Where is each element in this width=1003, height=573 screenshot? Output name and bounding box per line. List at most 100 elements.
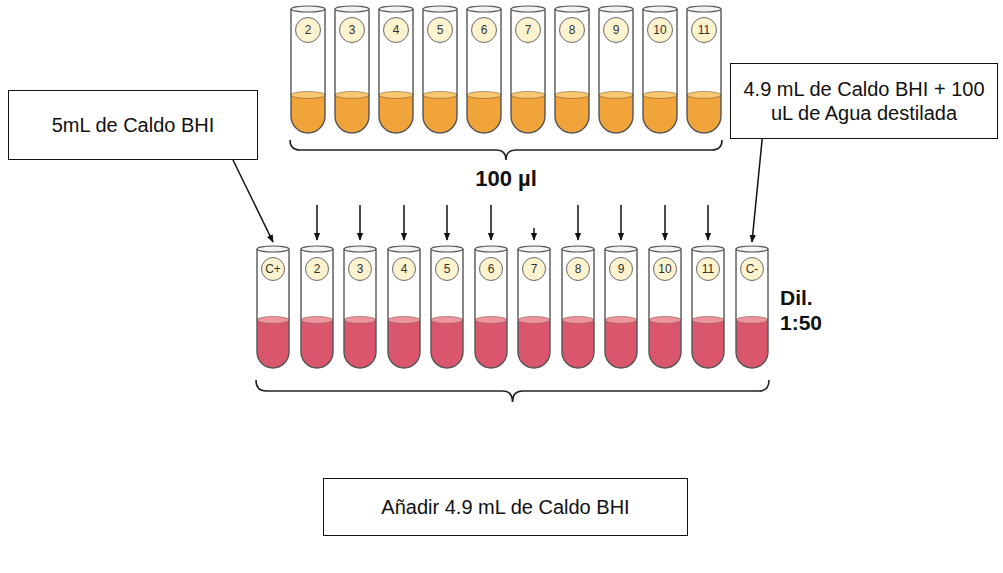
liquid-surface <box>599 92 633 99</box>
transfer-arrow <box>664 205 666 240</box>
tube-glass <box>291 9 325 133</box>
number-circle: 9 <box>603 17 629 43</box>
test-tube: 6 <box>466 5 502 135</box>
dilution-label: Dil. 1:50 <box>780 285 830 335</box>
test-tube: 2 <box>290 5 326 135</box>
liquid-surface <box>555 92 589 99</box>
tube-rim <box>692 246 724 252</box>
number-circle: 7 <box>515 17 541 43</box>
liquid-surface <box>467 92 501 99</box>
transfer-arrow <box>620 205 622 240</box>
tube-glass <box>649 249 681 368</box>
tube-liquid <box>692 320 724 368</box>
tube-liquid <box>257 320 289 368</box>
tube-glass <box>687 9 721 133</box>
number-circle: 10 <box>647 17 673 43</box>
tube-liquid <box>475 320 507 368</box>
liquid-surface <box>736 317 768 324</box>
number-circle: C- <box>740 257 764 281</box>
transfer-arrow <box>359 205 361 240</box>
tube-number: 11 <box>698 24 710 36</box>
number-circle: 7 <box>522 257 546 281</box>
tube-wall <box>643 9 677 133</box>
transfer-arrow <box>403 205 405 240</box>
tube-wall <box>605 249 637 368</box>
liquid-surface <box>257 317 289 324</box>
tube-rim <box>423 6 457 12</box>
tube-glass <box>599 9 633 133</box>
test-tube: 5 <box>422 5 458 135</box>
tube-number: 3 <box>349 24 356 36</box>
box-text: Añadir 4.9 mL de Caldo BHI <box>381 495 629 519</box>
number-circle: 3 <box>348 257 372 281</box>
test-tube: C- <box>735 245 769 370</box>
tube-rim <box>467 6 501 12</box>
tube-rim <box>344 246 376 252</box>
tube-rim <box>257 246 289 252</box>
tube-glass <box>344 249 376 368</box>
tube-liquid <box>562 320 594 368</box>
liquid-surface <box>423 92 457 99</box>
tube-wall <box>692 249 724 368</box>
liquid-surface <box>692 317 724 324</box>
tube-wall <box>649 249 681 368</box>
tube-glass <box>562 249 594 368</box>
tube-liquid <box>388 320 420 368</box>
tube-rim <box>388 246 420 252</box>
tube-number: 5 <box>437 24 444 36</box>
decoration-group <box>256 140 769 402</box>
tube-liquid <box>518 320 550 368</box>
number-circle: 11 <box>696 257 720 281</box>
tube-rim <box>562 246 594 252</box>
test-tube: 10 <box>642 5 678 135</box>
tube-rim <box>643 6 677 12</box>
liquid-surface <box>291 92 325 99</box>
test-tube: 3 <box>334 5 370 135</box>
number-circle: 2 <box>305 257 329 281</box>
tube-number: 10 <box>658 263 671 275</box>
number-circle: C+ <box>261 257 285 281</box>
tube-number: 8 <box>575 263 582 275</box>
tube-rim <box>605 246 637 252</box>
tube-glass <box>423 9 457 133</box>
tube-glass <box>511 9 545 133</box>
connector-arrow <box>233 160 273 242</box>
liquid-surface <box>649 317 681 324</box>
tube-wall <box>431 249 463 368</box>
tube-glass <box>475 249 507 368</box>
tube-wall <box>257 249 289 368</box>
liquid-surface <box>379 92 413 99</box>
tube-rim <box>475 246 507 252</box>
tube-wall <box>562 249 594 368</box>
tube-wall <box>555 9 589 133</box>
tube-rim <box>301 246 333 252</box>
test-tube: 4 <box>378 5 414 135</box>
tube-liquid <box>649 320 681 368</box>
test-tube: 8 <box>554 5 590 135</box>
tube-number: C+ <box>265 263 281 275</box>
tube-liquid <box>605 320 637 368</box>
test-tube: 9 <box>598 5 634 135</box>
test-tube: 11 <box>686 5 722 135</box>
test-tube: 8 <box>561 245 595 370</box>
number-circle: 6 <box>471 17 497 43</box>
tube-wall <box>344 249 376 368</box>
liquid-surface <box>511 92 545 99</box>
tube-liquid <box>431 320 463 368</box>
tube-glass <box>431 249 463 368</box>
tube-glass <box>736 249 768 368</box>
tube-glass <box>643 9 677 133</box>
transfer-arrow <box>316 205 318 240</box>
tube-liquid <box>301 320 333 368</box>
test-tube: 9 <box>604 245 638 370</box>
tube-number: 6 <box>481 24 488 36</box>
tube-rim <box>379 6 413 12</box>
tube-rim <box>335 6 369 12</box>
test-tube: 10 <box>648 245 682 370</box>
liquid-surface <box>301 317 333 324</box>
tube-wall <box>475 249 507 368</box>
test-tube: 2 <box>300 245 334 370</box>
box-text: 4.9 mL de Caldo BHI + 100 uL de Agua des… <box>741 77 987 125</box>
tube-number: 2 <box>305 24 312 36</box>
tube-wall <box>388 249 420 368</box>
